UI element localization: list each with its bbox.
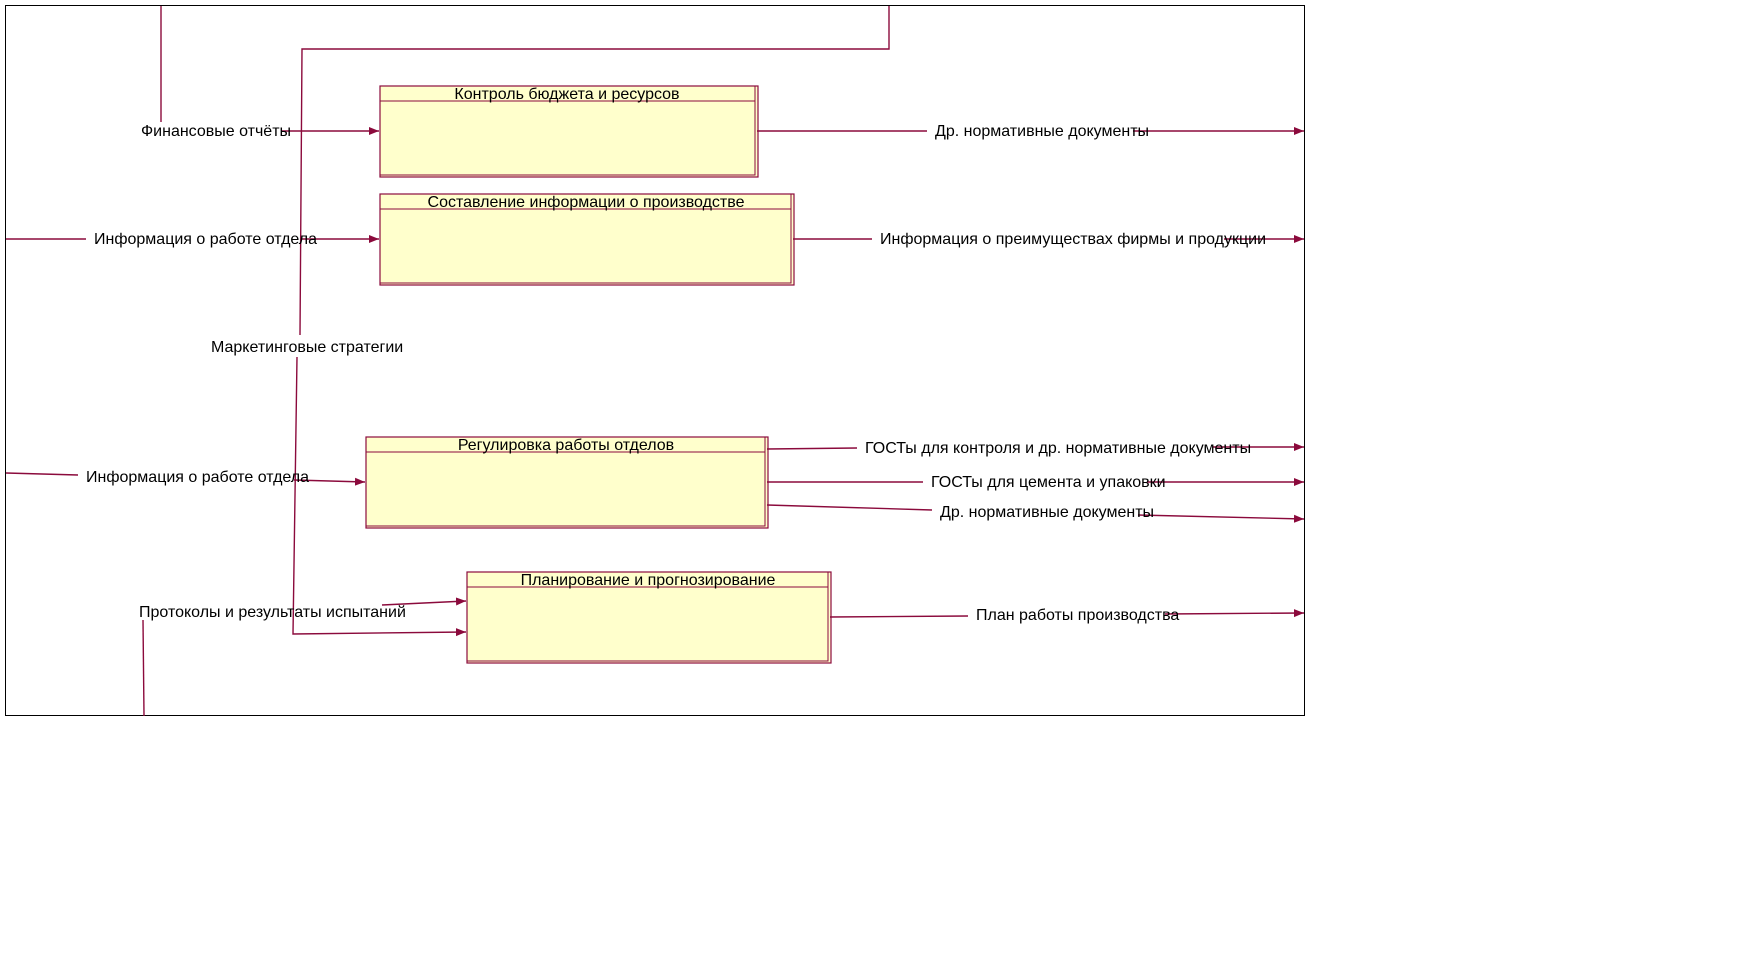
arrow-norm-docs-2-end[interactable] bbox=[1137, 514, 1305, 523]
label-gost-control: ГОСТы для контроля и др. нормативные док… bbox=[865, 440, 1251, 457]
arrow-work-plan-end[interactable] bbox=[1164, 609, 1305, 618]
arrow-gost-control-out[interactable] bbox=[766, 447, 858, 450]
activity-box-title: Регулировка работы отделов bbox=[458, 437, 674, 454]
label-protocols: Протоколы и результаты испытаний bbox=[139, 604, 406, 621]
arrow-norm-docs-2-out[interactable] bbox=[766, 504, 933, 511]
label-norm-docs-1: Др. нормативные документы bbox=[935, 123, 1149, 140]
activity-box-regulation[interactable]: Регулировка работы отделов bbox=[365, 436, 769, 529]
arrow-work-plan-out[interactable] bbox=[829, 615, 969, 618]
activity-box-planning[interactable]: Планирование и прогнозирование bbox=[466, 571, 832, 664]
label-marketing-strategies: Маркетинговые стратегии bbox=[211, 339, 403, 356]
activity-box-title: Контроль бюджета и ресурсов bbox=[454, 86, 679, 103]
activity-box-title: Планирование и прогнозирование bbox=[521, 572, 776, 589]
label-dept-info-2: Информация о работе отдела bbox=[86, 469, 309, 486]
label-financial-reports: Финансовые отчёты bbox=[141, 123, 291, 140]
label-dept-info-1: Информация о работе отдела bbox=[94, 231, 317, 248]
label-advantages: Информация о преимуществах фирмы и проду… bbox=[880, 231, 1266, 248]
label-work-plan: План работы производства bbox=[976, 607, 1179, 624]
arrow-marketing-strategies-down[interactable] bbox=[292, 356, 467, 637]
arrow-dept-info-2-left[interactable] bbox=[5, 472, 79, 476]
diagram-frame bbox=[5, 5, 1305, 716]
label-norm-docs-2: Др. нормативные документы bbox=[940, 504, 1154, 521]
arrow-marketing-strategies[interactable] bbox=[299, 6, 890, 336]
activity-box-budget[interactable]: Контроль бюджета и ресурсов bbox=[379, 85, 759, 178]
arrow-protocols-bottom[interactable] bbox=[142, 619, 145, 717]
arrow-protocols-in[interactable] bbox=[381, 597, 467, 606]
activity-box-title: Составление информации о производстве bbox=[428, 194, 745, 211]
label-gost-cement: ГОСТы для цемента и упаковки bbox=[931, 474, 1166, 491]
arrow-dept-info-2-in[interactable] bbox=[293, 477, 366, 486]
activity-box-production-info[interactable]: Составление информации о производстве bbox=[379, 193, 795, 286]
